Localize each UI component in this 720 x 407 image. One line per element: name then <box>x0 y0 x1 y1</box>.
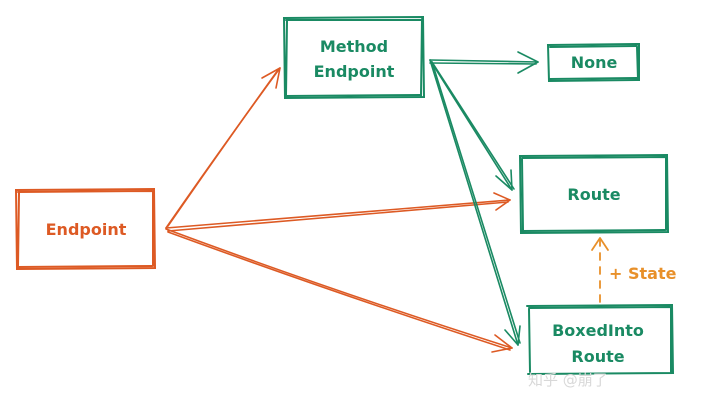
endpoint-label: Endpoint <box>46 220 127 239</box>
edge-endpoint-to-method-endpoint <box>165 67 281 229</box>
route-label: Route <box>567 185 620 204</box>
method-endpoint-label-line2: Endpoint <box>314 62 395 81</box>
node-none <box>546 42 640 83</box>
edge-endpoint-to-boxed-into-route <box>165 228 513 353</box>
edge-method-endpoint-to-none <box>429 51 539 74</box>
watermark: 知乎 @崩了 <box>528 371 608 389</box>
node-boxed-into-route <box>526 303 675 375</box>
state-label: + State <box>609 264 677 283</box>
edge-endpoint-to-route <box>165 192 511 232</box>
method-endpoint-label-line1: Method <box>320 37 388 56</box>
edge-boxed-into-route-to-route <box>591 237 609 303</box>
node-method-endpoint <box>282 15 426 100</box>
node-route <box>518 153 670 235</box>
node-endpoint <box>14 187 157 271</box>
boxed-into-route-label-line1: BoxedInto <box>552 321 644 340</box>
none-label: None <box>571 53 618 72</box>
edge-method-endpoint-to-route <box>429 59 515 191</box>
edge-method-endpoint-to-boxed-into-route <box>429 59 521 346</box>
boxed-into-route-label-line2: Route <box>571 347 624 366</box>
